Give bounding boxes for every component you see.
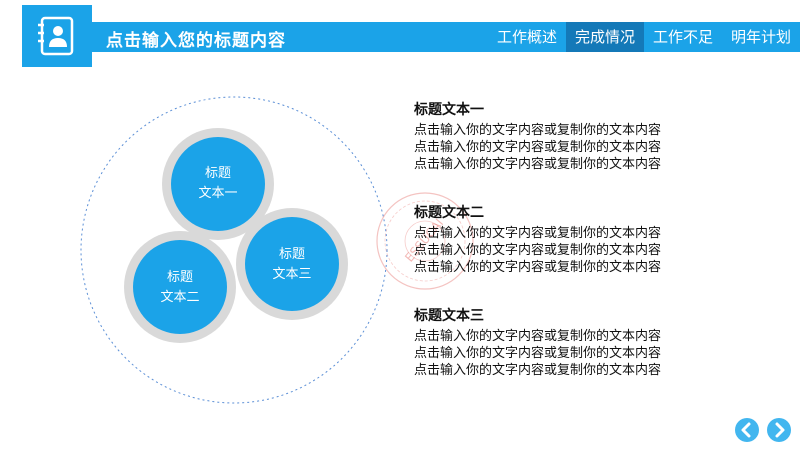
section-title: 标题文本一	[414, 102, 484, 118]
section-line: 点击输入你的文字内容或复制你的文本内容	[414, 363, 662, 378]
outer-dotted-ring	[80, 96, 388, 404]
circle-item-2: 标题 文本二	[124, 231, 236, 343]
chevron-right-icon	[775, 422, 785, 438]
top-nav: 工作概述 完成情况 工作不足 明年计划	[488, 22, 800, 52]
section-3: 标题文本三 点击输入你的文字内容或复制你的文本内容 点击输入你的文字内容或复制你…	[414, 307, 714, 379]
tab-next-year-plan[interactable]: 明年计划	[730, 28, 791, 46]
section-2: 标题文本二 点击输入你的文字内容或复制你的文本内容 点击输入你的文字内容或复制你…	[414, 204, 714, 276]
section-1: 标题文本一 点击输入你的文字内容或复制你的文本内容 点击输入你的文字内容或复制你…	[414, 101, 714, 173]
tab-shortcomings[interactable]: 工作不足	[652, 28, 713, 46]
logo-box	[22, 5, 92, 67]
watermark-stamp: ESSUCAI	[376, 192, 474, 290]
circle-2-line1: 标题	[167, 270, 193, 285]
circle-item-3: 标题 文本三	[236, 208, 348, 320]
circle-item-1: 标题 文本一	[162, 128, 274, 240]
chevron-left-icon	[741, 422, 751, 438]
section-line: 点击输入你的文字内容或复制你的文本内容	[414, 260, 662, 275]
section-line: 点击输入你的文字内容或复制你的文本内容	[414, 123, 662, 138]
circle-1-line2: 文本一	[198, 186, 237, 201]
section-line: 点击输入你的文字内容或复制你的文本内容	[414, 329, 662, 344]
contact-book-icon	[38, 16, 74, 56]
circle-3-line1: 标题	[279, 247, 305, 262]
prev-slide-button[interactable]	[735, 418, 759, 442]
section-title: 标题文本二	[414, 205, 484, 221]
section-line: 点击输入你的文字内容或复制你的文本内容	[414, 157, 662, 172]
section-line: 点击输入你的文字内容或复制你的文本内容	[414, 346, 662, 361]
section-line: 点击输入你的文字内容或复制你的文本内容	[414, 243, 662, 258]
tab-completion[interactable]: 完成情况	[565, 22, 644, 52]
section-line: 点击输入你的文字内容或复制你的文本内容	[414, 140, 662, 155]
circle-diagram: 标题 文本一 标题 文本二 标题 文本三	[80, 96, 388, 404]
page-title: 点击输入您的标题内容	[106, 31, 286, 51]
circle-1-line1: 标题	[205, 166, 231, 181]
next-slide-button[interactable]	[767, 418, 791, 442]
tab-overview[interactable]: 工作概述	[496, 28, 557, 46]
circle-3-line2: 文本三	[272, 267, 311, 282]
header: 点击输入您的标题内容 工作概述 完成情况 工作不足 明年计划	[0, 0, 800, 67]
section-line: 点击输入你的文字内容或复制你的文本内容	[414, 226, 662, 241]
section-title: 标题文本三	[414, 308, 484, 324]
title-bar: 点击输入您的标题内容 工作概述 完成情况 工作不足 明年计划	[92, 22, 800, 52]
circle-2-line2: 文本二	[160, 290, 199, 305]
